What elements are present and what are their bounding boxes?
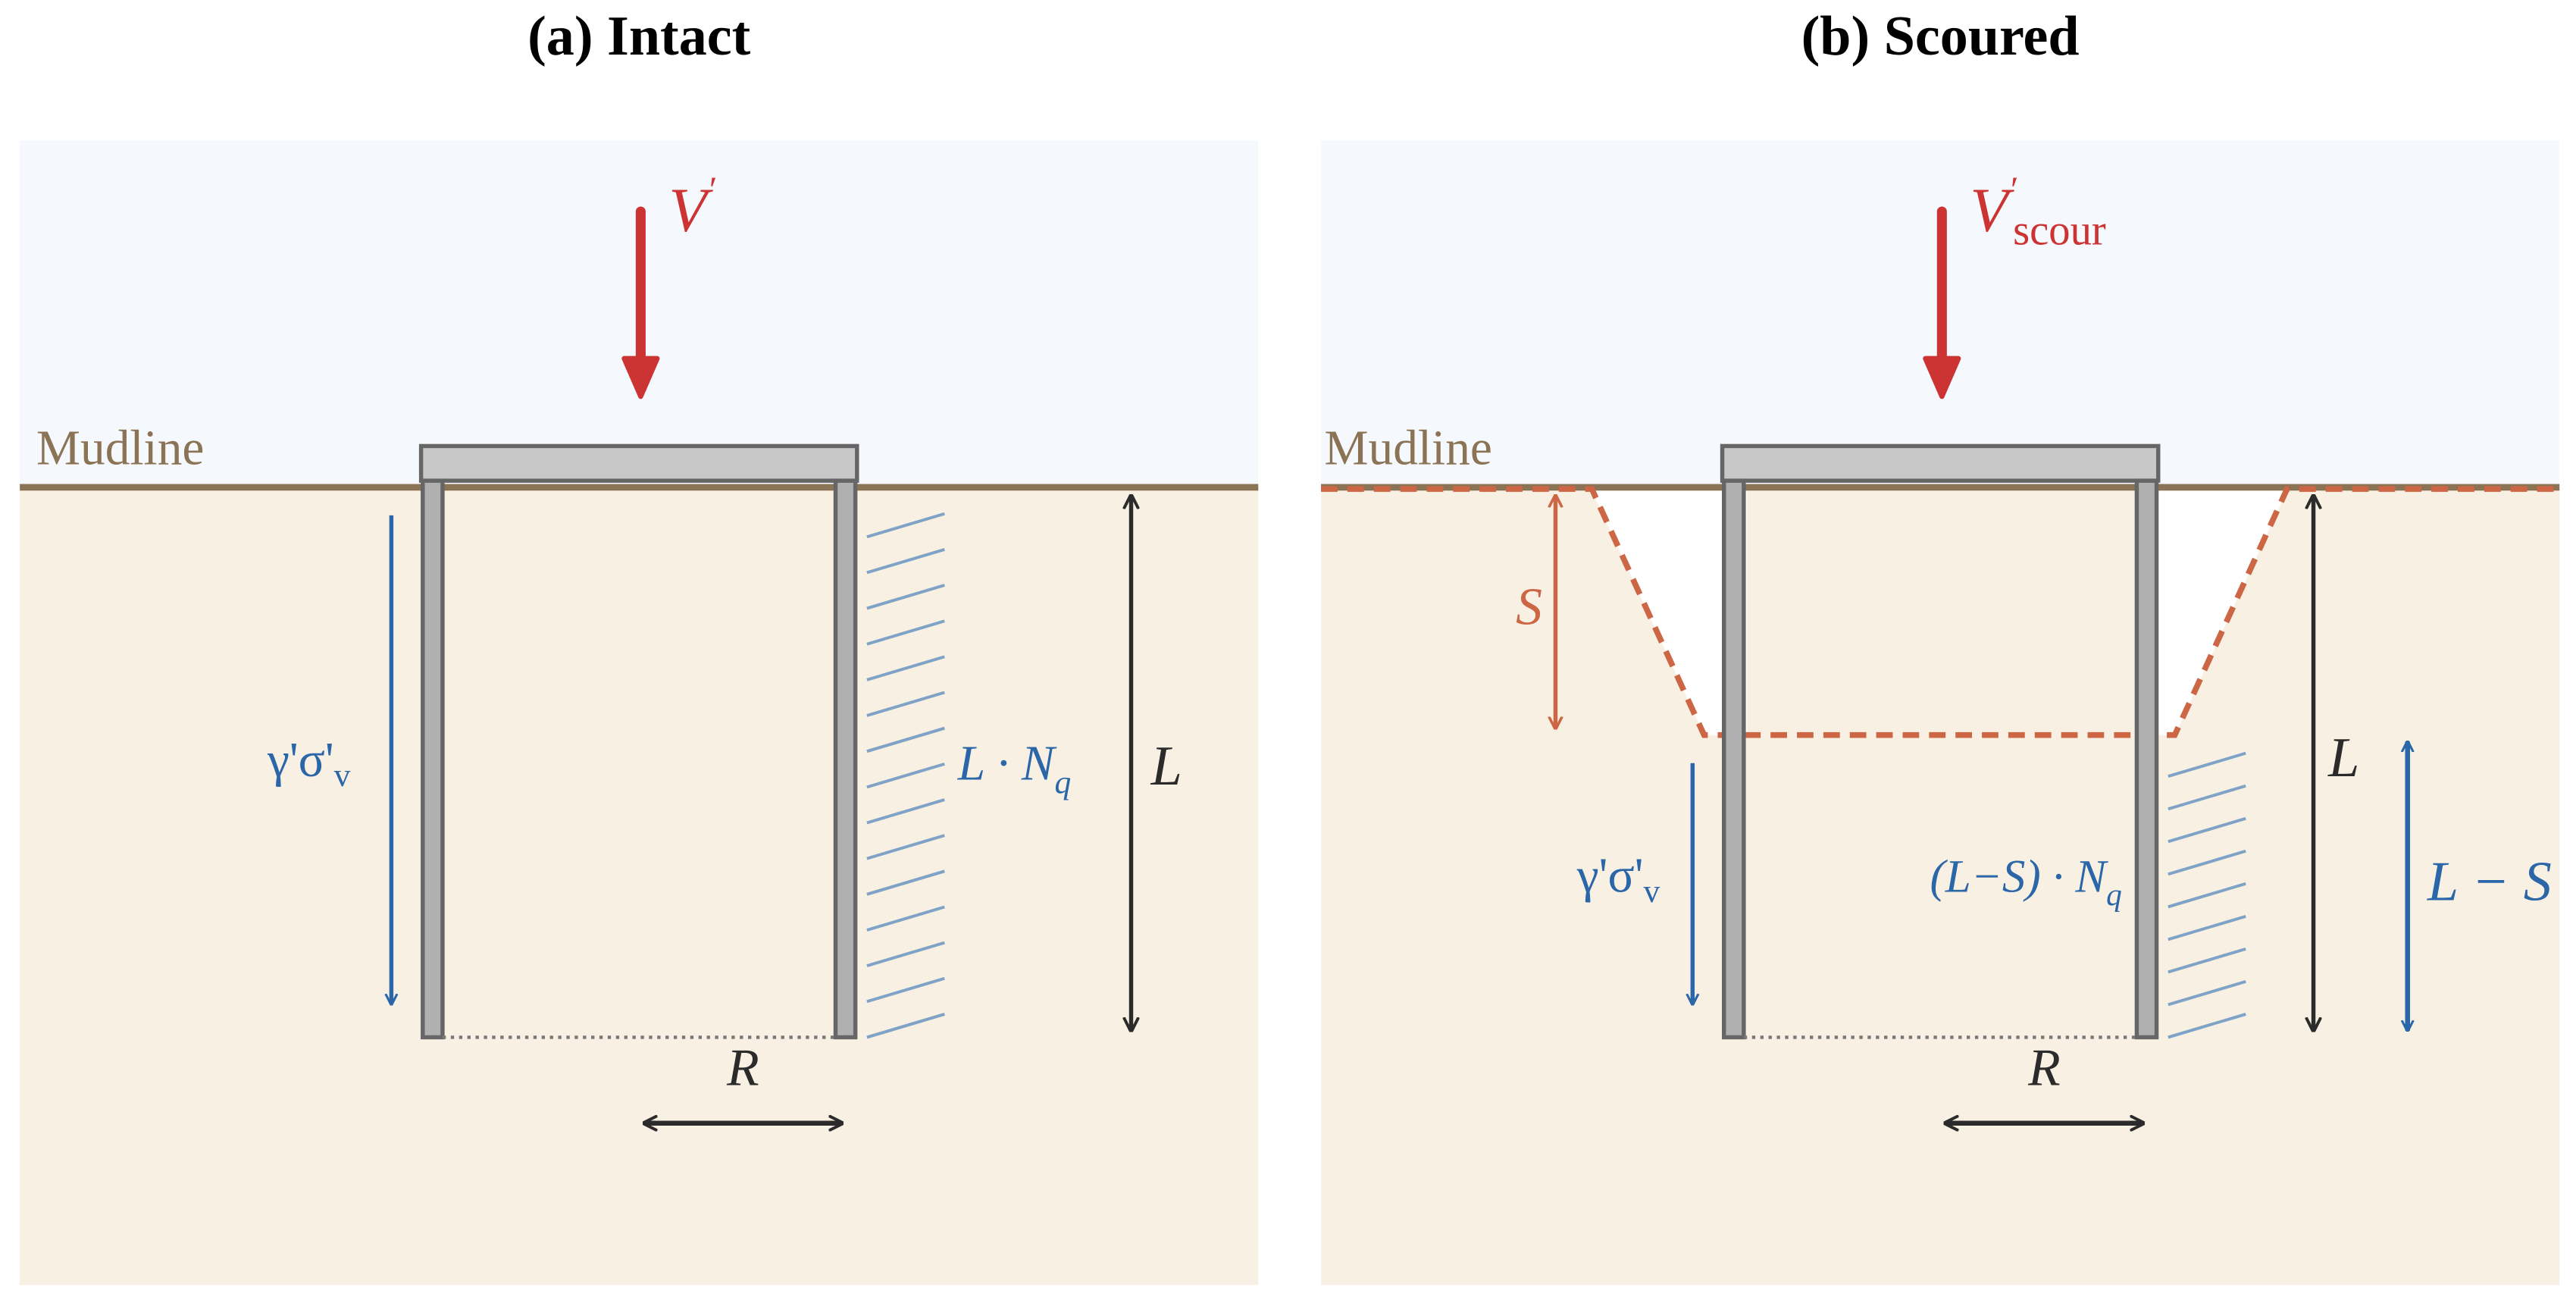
radius-label: R [2027,1039,2061,1098]
hatch-line [866,619,945,646]
hatch-line [866,762,945,789]
skirt-right [833,478,858,1040]
panel-title: (a) Intact [527,5,751,67]
hatch-line [866,655,945,681]
length-label: L [2327,727,2359,789]
capacity-label: L · Nq [957,737,1072,800]
hatch-line [2168,784,2246,811]
hatch-line [866,548,945,575]
panel-intact: (a) Intact Mudline V′ γ'σ'v L · Nq L R [20,5,1259,1286]
soil-region [20,487,1259,1286]
scour-depth-label: S [1516,578,1542,637]
foundation-lid [1720,443,2161,483]
hatch-line [866,976,945,1004]
load-arrowhead [621,356,660,399]
mudline-label: Mudline [36,421,204,475]
hatch-line [2168,1013,2246,1039]
hatch-line [2168,947,2246,974]
hatch-line [866,691,945,717]
stress-label: γ'σ'v [267,733,351,794]
load-arrowhead [1923,356,1961,399]
foundation-lid [418,443,859,483]
hatch-line [866,726,945,753]
panel-scoured: (b) Scoured Mudline V′scour S γ'σ'v (L−S… [1321,5,2560,1286]
skirt-right [2134,478,2159,1040]
hatch-line [866,834,945,860]
hatch-line [2168,882,2246,909]
length-label: L [1150,735,1182,797]
stress-label: γ'σ'v [1576,849,1660,910]
friction-hatch [866,512,945,1039]
hatch-line [2168,914,2246,941]
hatch-line [866,584,945,610]
hatch-line [866,905,945,932]
hatch-line [866,1013,945,1039]
friction-hatch [2168,751,2246,1039]
reduced-length-label: L − S [2427,851,2552,913]
load-label: V′ [668,170,716,245]
hatch-line [2168,816,2246,844]
hatch-line [2168,751,2246,778]
panel-title: (b) Scoured [1801,5,2080,67]
hatch-line [866,798,945,825]
hatch-line [866,512,945,539]
hatch-line [2168,980,2246,1007]
load-label: V′scour [1970,170,2106,255]
hatch-line [866,869,945,896]
hatch-line [2168,849,2246,876]
skirt-left [1721,478,1746,1040]
hatch-line [866,941,945,968]
scour-profile [1321,486,2560,738]
skirt-left [421,478,445,1040]
radius-label: R [726,1039,759,1098]
capacity-label: (L−S) · Nq [1930,852,2121,912]
scour-soil-fill [1747,490,2137,735]
mudline-label: Mudline [1324,421,1491,475]
